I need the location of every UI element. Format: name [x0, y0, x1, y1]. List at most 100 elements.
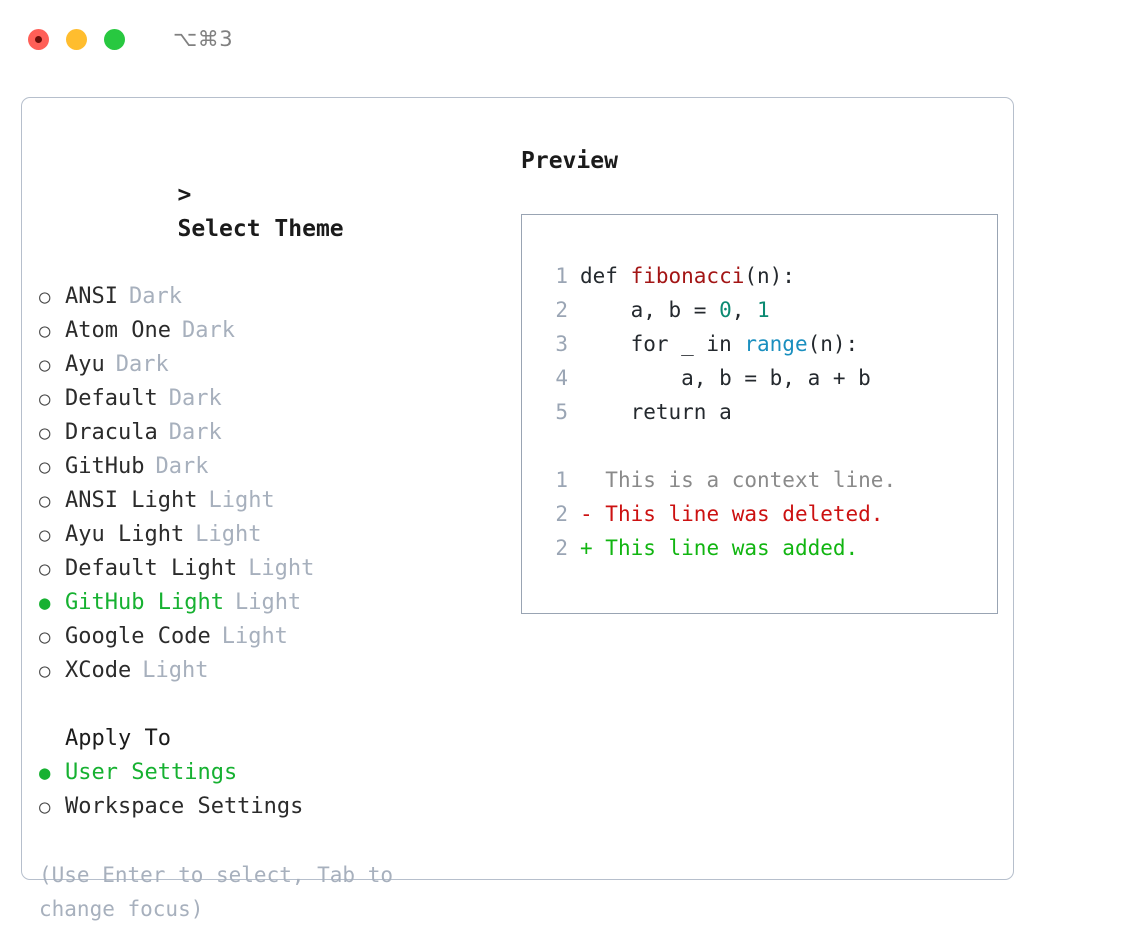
theme-name: XCode — [65, 658, 132, 683]
line-number: 4 — [555, 366, 568, 390]
radio-unselected-icon: ○ — [39, 388, 51, 410]
line-number: 1 — [555, 468, 568, 492]
diff-marker: + — [580, 536, 606, 560]
code-token-plain: (n): — [744, 264, 795, 288]
theme-name: GitHub — [65, 454, 145, 479]
keyboard-shortcut-label: ⌥⌘3 — [173, 27, 234, 51]
radio-unselected-icon: ○ — [39, 490, 51, 512]
code-line: 4 a, b = b, a + b — [538, 361, 997, 395]
line-number: 2 — [555, 298, 568, 322]
theme-variant-badge: Dark — [128, 284, 182, 309]
radio-unselected-icon: ○ — [39, 558, 51, 580]
radio-unselected-icon: ○ — [39, 660, 51, 682]
apply-to-label: Workspace Settings — [65, 794, 304, 819]
theme-list-item[interactable]: ○ Ayu Light Light — [39, 518, 501, 552]
theme-name: Ayu Light — [65, 522, 185, 547]
code-content: a, b = b, a + b — [580, 361, 871, 395]
radio-unselected-icon: ○ — [39, 524, 51, 546]
apply-to-option[interactable]: ○ Workspace Settings — [39, 790, 501, 824]
title-bar: ⌥⌘3 — [0, 0, 1140, 78]
theme-list-item[interactable]: ○ GitHub Dark — [39, 450, 501, 484]
radio-unselected-icon: ○ — [39, 286, 51, 308]
diff-text: This line was added. — [605, 536, 859, 560]
code-line: 3 for _ in range(n): — [538, 327, 997, 361]
code-content: return a — [580, 395, 732, 429]
radio-unselected-icon: ○ — [39, 796, 51, 818]
code-line: 2 a, b = 0, 1 — [538, 293, 997, 327]
theme-list-item[interactable]: ○ ANSI Dark — [39, 280, 501, 314]
theme-variant-badge: Light — [208, 488, 275, 513]
theme-name: Google Code — [65, 624, 211, 649]
page-title: > Select Theme — [39, 144, 501, 280]
theme-name: Default — [65, 386, 158, 411]
theme-variant-badge: Light — [195, 522, 262, 547]
code-token-plain: a, b = — [580, 298, 720, 322]
apply-to-label: User Settings — [65, 760, 238, 785]
close-button[interactable] — [28, 28, 49, 50]
radio-unselected-icon: ○ — [39, 456, 51, 478]
theme-variant-badge: Light — [221, 624, 288, 649]
code-token-plain: (n): — [807, 332, 859, 356]
line-number: 3 — [555, 332, 568, 356]
theme-variant-badge: Light — [142, 658, 209, 683]
theme-list-item[interactable]: ○ Google Code Light — [39, 620, 501, 654]
code-token-plain: , — [731, 298, 758, 322]
diff-text: This line was deleted. — [605, 502, 884, 526]
line-number: 5 — [555, 400, 568, 424]
theme-name: GitHub Light — [65, 590, 224, 615]
line-number: 1 — [555, 264, 568, 288]
line-number: 2 — [555, 536, 568, 560]
apply-to-list: ●User Settings ○ Workspace Settings — [39, 756, 501, 824]
window-controls — [28, 28, 125, 50]
code-token-plain: def — [580, 264, 631, 288]
theme-variant-badge: Dark — [168, 386, 222, 411]
maximize-button[interactable] — [104, 28, 125, 50]
code-token-func: fibonacci — [630, 264, 745, 288]
minimize-button[interactable] — [66, 28, 87, 50]
theme-variant-badge: Light — [234, 590, 302, 615]
radio-unselected-icon: ○ — [39, 626, 51, 648]
diff-marker: - — [580, 502, 606, 526]
radio-unselected-icon: ○ — [39, 422, 51, 444]
code-line: 1 def fibonacci(n): — [538, 259, 997, 293]
apply-to-heading: Apply To — [65, 726, 171, 751]
diff-line: 2- This line was deleted. — [538, 497, 997, 531]
page-title-text: Select Theme — [177, 216, 344, 242]
theme-variant-badge: Dark — [155, 454, 209, 479]
keyboard-hint: (Use Enter to select, Tab to change focu… — [39, 863, 394, 921]
list-spacer — [39, 688, 501, 722]
code-token-builtin: range — [744, 332, 808, 356]
close-icon — [35, 35, 42, 43]
theme-variant-badge: Dark — [181, 318, 235, 343]
theme-name: Default Light — [65, 556, 238, 581]
diff-line: 1 This is a context line. — [538, 463, 997, 497]
code-token-num: 0 — [719, 298, 732, 322]
radio-unselected-icon: ○ — [39, 354, 51, 376]
theme-list-item[interactable]: ○ XCode Light — [39, 654, 501, 688]
code-diff-separator — [538, 429, 997, 463]
code-token-num: 1 — [757, 298, 770, 322]
theme-variant-badge: Light — [248, 556, 315, 581]
code-content: for _ in range(n): — [580, 327, 859, 361]
theme-name: Dracula — [65, 420, 158, 445]
theme-list-item[interactable]: ○ Default Light Light — [39, 552, 501, 586]
code-content: def fibonacci(n): — [580, 259, 795, 293]
caret-icon: > — [177, 182, 192, 208]
apply-to-option[interactable]: ●User Settings — [39, 756, 501, 790]
theme-list-item[interactable]: ○ Default Dark — [39, 382, 501, 416]
line-number: 2 — [555, 502, 568, 526]
theme-name: ANSI — [65, 284, 118, 309]
preview-heading: Preview — [521, 148, 618, 174]
